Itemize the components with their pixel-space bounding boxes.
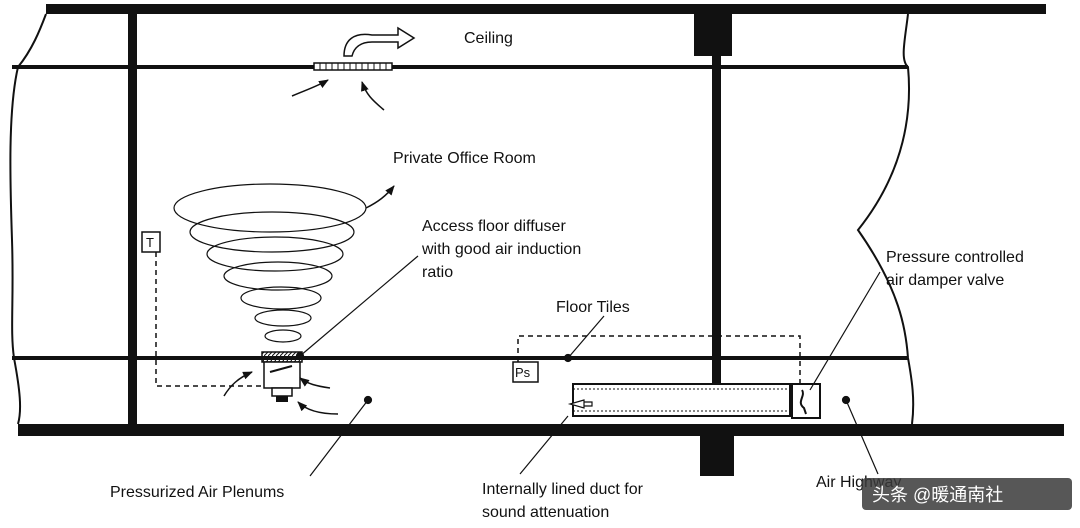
swirl-exit-arrow (365, 185, 395, 209)
diffuser-label-line-3: ratio (422, 264, 453, 281)
swirl-ring (240, 286, 322, 310)
building-structure (9, 4, 1064, 476)
temperature-sensor: T (141, 231, 262, 387)
diffuser-grille (261, 351, 303, 363)
callout-plenum (309, 399, 369, 477)
swirl-ring (173, 183, 367, 233)
room-label: Private Office Room (393, 150, 536, 167)
pressure-control-line (517, 335, 801, 384)
damper-blade (799, 389, 807, 415)
right-break-line (856, 13, 915, 425)
temperature-control-line (155, 252, 262, 387)
swirl-ring (264, 329, 302, 343)
left-break-line (9, 13, 47, 425)
induction-arrow-right (299, 377, 331, 389)
top-slab (46, 4, 1046, 14)
damper-label-line-1: Pressure controlled (886, 249, 1024, 266)
callout-dot (295, 351, 305, 361)
return-flow-right (361, 81, 385, 111)
left-column (128, 14, 137, 424)
damper-label-line-2: air damper valve (886, 272, 1004, 289)
callout-dot (563, 353, 573, 363)
floor-tiles-label: Floor Tiles (556, 299, 630, 316)
bottom-slab (18, 424, 1064, 436)
damper-valve (791, 383, 821, 419)
temperature-sensor-box (141, 231, 161, 253)
plenum-label: Pressurized Air Plenums (110, 484, 284, 501)
right-column (712, 56, 721, 386)
callout-air-highway (845, 399, 879, 475)
callout-damper (809, 271, 881, 391)
diffuser-label-line-1: Access floor diffuser (422, 218, 566, 235)
diffuser-base (271, 387, 293, 397)
callout-diffuser (299, 255, 419, 357)
swirl-ring (254, 309, 312, 327)
diffuser-body (263, 361, 301, 389)
floor-beam (700, 436, 734, 476)
diffuser-label-line-2: with good air induction (421, 241, 581, 258)
return-grille (313, 62, 393, 71)
access-floor-diffuser (223, 351, 339, 415)
swirl-ring (223, 261, 333, 291)
watermark-text: 头条 @暖通南社 (872, 485, 1003, 505)
diffuser-foot (276, 396, 288, 402)
swirl-ring (206, 236, 344, 272)
plenum-flow-arrow (297, 401, 339, 415)
duct-flow-arrow (567, 399, 593, 409)
temperature-sensor-label: T (146, 235, 154, 250)
watermark: 头条 @暖通南社 (862, 478, 1072, 510)
induction-arrow-left (223, 371, 253, 397)
callout-dot (363, 395, 373, 405)
pressure-sensor-box (512, 361, 539, 383)
pressure-sensor: Ps (512, 335, 801, 384)
callout-dot (841, 395, 851, 405)
ceiling-return (291, 26, 416, 111)
diffuser-vane (269, 365, 293, 373)
callout-floor-tiles (567, 315, 605, 359)
lined-duct (567, 383, 821, 419)
callout-lines (295, 255, 881, 477)
ceiling-label: Ceiling (464, 30, 513, 47)
grille-slots (319, 63, 387, 70)
ceiling-beam (694, 14, 732, 56)
exhaust-arrow (343, 26, 416, 57)
duct-label-line-2: sound attenuation (482, 504, 609, 521)
duct-label-line-1: Internally lined duct for (482, 481, 644, 498)
swirl-ring (189, 211, 355, 253)
pressure-sensor-label: Ps (515, 365, 531, 380)
watermark-background (862, 478, 1072, 510)
swirl-airflow (173, 183, 395, 343)
callout-duct (519, 415, 569, 475)
return-flow-left (291, 79, 329, 97)
